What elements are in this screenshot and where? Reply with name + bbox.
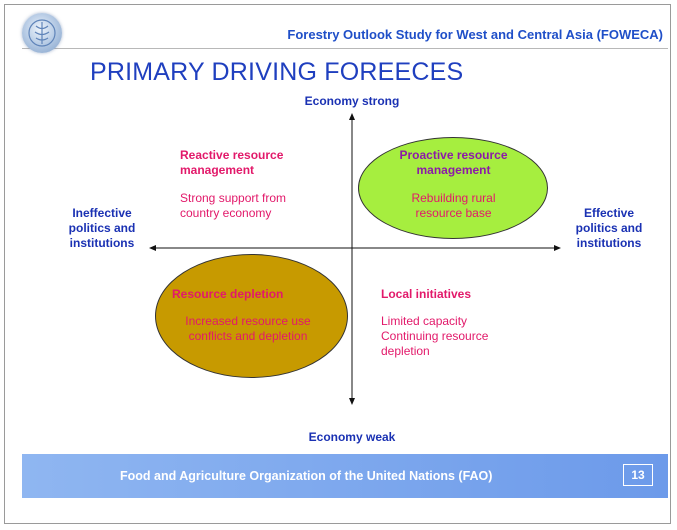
quadrant-bottom-left-text: Increased resource use conflicts and dep… xyxy=(185,314,311,343)
quadrant-top-right-title: Proactive resource management xyxy=(399,148,508,177)
proactive-ellipse xyxy=(358,137,548,239)
quadrant-bottom-right-text: Limited capacity Continuing resource dep… xyxy=(381,314,489,358)
page-number: 13 xyxy=(623,464,653,486)
axis-label-right: Effective politics and institutions xyxy=(575,206,643,250)
fao-logo-icon xyxy=(22,13,62,53)
quadrant-top-right-text: Rebuilding rural resource base xyxy=(411,191,496,220)
quadrant-top-left-title: Reactive resource management xyxy=(180,148,284,177)
quadrant-bottom-left-title: Resource depletion xyxy=(172,287,284,301)
organization-title: Forestry Outlook Study for West and Cent… xyxy=(287,27,663,42)
header-divider xyxy=(22,48,668,49)
axis-label-top: Economy strong xyxy=(304,94,400,108)
page-title: PRIMARY DRIVING FOREECES xyxy=(90,58,464,86)
quadrant-top-left-text: Strong support from country economy xyxy=(180,191,287,220)
footer-bar: Food and Agriculture Organization of the… xyxy=(22,454,668,498)
axis-label-left: Ineffective politics and institutions xyxy=(68,206,136,250)
footer-text: Food and Agriculture Organization of the… xyxy=(120,469,493,483)
slide-frame xyxy=(4,4,671,524)
quadrant-bottom-right-title: Local initiatives xyxy=(381,287,472,301)
depletion-ellipse xyxy=(155,254,348,378)
axis-label-bottom: Economy weak xyxy=(308,430,396,444)
